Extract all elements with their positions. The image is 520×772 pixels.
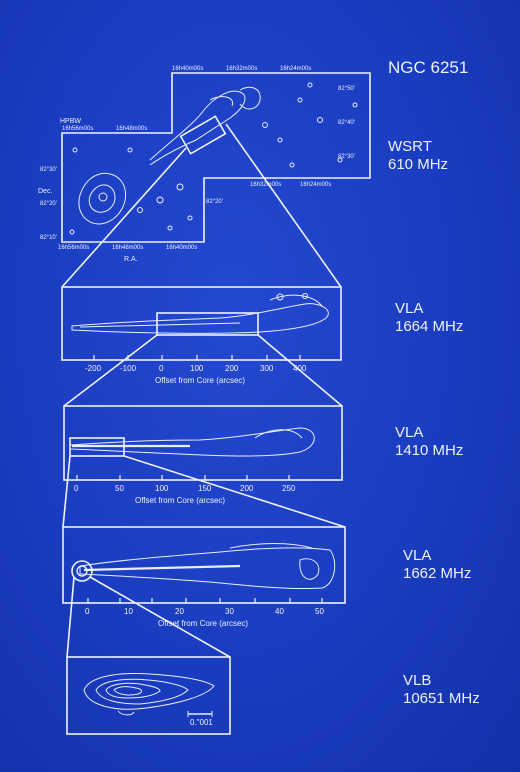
ra-tick: 16h40m00s (172, 66, 204, 72)
panel-telescope-vla1664: VLA (395, 300, 424, 317)
vla1664-frame (61, 286, 342, 361)
ra-tick: 16h24m00s (280, 66, 312, 72)
panel-telescope-vla1662: VLA (403, 547, 432, 564)
vla1664-jet (71, 293, 329, 334)
vla1662-jet (76, 543, 336, 590)
zoom-line (61, 147, 187, 288)
ra-tick: 16h32m00s (250, 182, 282, 188)
axis-tick: 200 (240, 484, 254, 493)
figure-title: NGC 6251 (388, 58, 469, 77)
axis-tick: 0 (74, 484, 79, 493)
axis-tick: 40 (275, 607, 284, 616)
zoom-line (63, 334, 158, 407)
vlb-contours (83, 673, 215, 717)
ra-tick: 16h40m00s (166, 245, 198, 251)
ra-tick: 16h24m00s (300, 182, 332, 188)
zoom-line (66, 576, 75, 658)
ra-tick: 16h56m00s (58, 245, 90, 251)
panel-telescope-vlb: VLB (403, 672, 432, 689)
vla1410-jet (69, 427, 315, 457)
axis-tick: 50 (115, 484, 124, 493)
hpbw-label: HPBW (60, 118, 81, 125)
axis-tick: 30 (225, 607, 234, 616)
dec-tick: 82°30' (338, 154, 355, 160)
axis-tick: -200 (85, 364, 102, 373)
wsrt-contours (69, 82, 358, 235)
axis-tick: 0 (85, 607, 90, 616)
dec-tick: 82°30' (40, 167, 57, 173)
dec-tick: 82°40' (338, 120, 355, 126)
ra-tick: 16h48m00s (116, 126, 148, 132)
vla1662-core-zoom (71, 560, 93, 582)
zoom-line (257, 334, 343, 407)
axis-tick: 150 (198, 484, 212, 493)
ra-tick: 16h48m00s (112, 245, 144, 251)
vla1664-zoom-box (156, 312, 259, 336)
panel-frequency-vlb: 10651 MHz (403, 690, 480, 707)
wsrt-map-frame (61, 72, 371, 243)
panel-frequency-vla1662: 1662 MHz (403, 565, 472, 582)
axis-tick: 50 (315, 607, 324, 616)
panel-telescope-vla1410: VLA (395, 424, 424, 441)
panel-telescope-wsrt: WSRT (388, 138, 432, 155)
axis-tick: 250 (282, 484, 296, 493)
vlb-scale-label: 0."001 (190, 718, 213, 727)
zoom-line (62, 455, 71, 528)
panel-frequency-vla1664: 1664 MHz (395, 318, 464, 335)
axis-tick: 20 (175, 607, 184, 616)
axis-tick: 400 (293, 364, 307, 373)
axis-tick: 300 (260, 364, 274, 373)
dec-tick: 82°20' (40, 201, 57, 207)
panel-frequency-vla1410: 1410 MHz (395, 442, 464, 459)
axis-label: Offset from Core (arcsec) (135, 496, 226, 505)
ra-tick: 16h32m00s (226, 66, 258, 72)
axis-tick: -100 (120, 364, 137, 373)
axis-label: Offset from Core (arcsec) (155, 376, 246, 385)
dec-tick: 82°50' (338, 86, 355, 92)
dec-axis-label: Dec. (38, 188, 53, 195)
axis-tick: 100 (155, 484, 169, 493)
ra-axis-label: R.A. (124, 256, 138, 263)
axis-tick: 100 (190, 364, 204, 373)
vla1662-frame (62, 526, 346, 604)
axis-label: Offset from Core (arcsec) (158, 619, 249, 628)
axis-tick: 200 (225, 364, 239, 373)
ra-tick: 16h56m00s (62, 126, 94, 132)
panel-frequency-wsrt: 610 MHz (388, 156, 449, 173)
zoom-line (123, 455, 346, 528)
zoom-line (225, 123, 342, 288)
vlb-frame (66, 656, 231, 735)
axis-tick: 10 (124, 607, 133, 616)
axis-tick: 0 (159, 364, 164, 373)
vla1410-frame (63, 405, 343, 481)
dec-tick: 82°10' (40, 235, 57, 241)
dec-tick: 82°20' (206, 199, 223, 205)
zoom-line (89, 576, 231, 658)
